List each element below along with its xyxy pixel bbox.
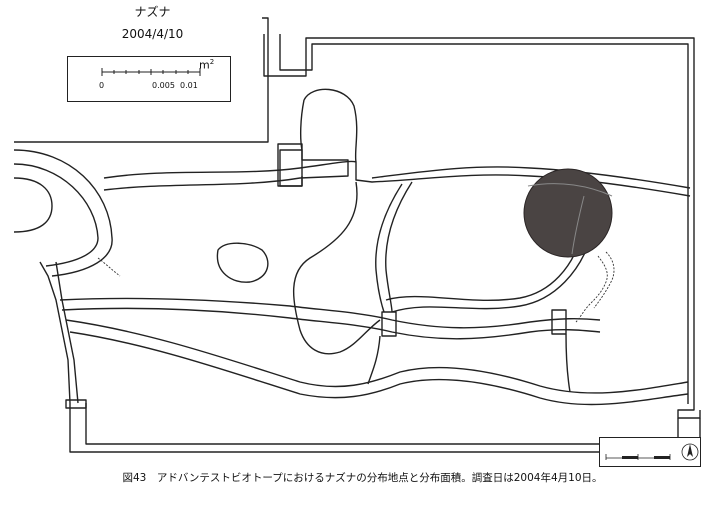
- legend-tick-0: 0: [99, 81, 105, 90]
- west-edge-2: [55, 261, 79, 404]
- west-circle: [13, 177, 53, 233]
- west-arc-inner: [13, 163, 99, 267]
- west-arc-outer: [13, 149, 113, 277]
- legend-tick-2: 0.01: [180, 81, 198, 90]
- lower-stream-1: [59, 297, 601, 329]
- legend-scale-line: [101, 68, 201, 76]
- bridge-1: [381, 311, 397, 337]
- building-outline: [14, 17, 269, 143]
- south-path-2: [565, 333, 571, 393]
- lower-stream-4: [69, 331, 689, 406]
- north-arrow-icon: [681, 443, 699, 461]
- north-path: [371, 166, 691, 189]
- lower-stream-3: [65, 319, 689, 394]
- peninsula-2: [299, 99, 305, 151]
- distribution-circle: [523, 168, 613, 258]
- site-boundary-inner: [279, 34, 689, 404]
- south-path: [367, 335, 381, 385]
- stream-c: [375, 183, 403, 313]
- legend-unit: m2: [199, 58, 214, 72]
- bridge-2: [551, 309, 567, 335]
- pond-upper-2: [103, 149, 349, 191]
- south-fence: [69, 403, 701, 453]
- legend-tick-1: 0.005: [152, 81, 175, 90]
- rock-edge-east: [575, 255, 608, 323]
- bridge-3: [65, 399, 87, 409]
- south-fence-inner: [85, 403, 679, 445]
- legend-unit-power: 2: [209, 58, 215, 66]
- scale-bar-icon: [599, 437, 701, 467]
- figure-caption: 図43 アドバンテストビオトープにおけるナズナの分布地点と分布面積。調査日は20…: [122, 472, 603, 484]
- peninsula: [303, 88, 358, 163]
- survey-date: 2004/4/10: [121, 27, 184, 41]
- rock-edge-east-2: [593, 251, 615, 309]
- area-legend: [67, 56, 231, 102]
- species-name: ナズナ: [134, 5, 171, 19]
- west-edge: [39, 261, 71, 404]
- deck: [277, 143, 303, 187]
- stream-b: [385, 181, 413, 313]
- site-boundary-outer: [263, 34, 701, 419]
- lower-stream-2: [61, 307, 601, 340]
- rock-edge-west: [97, 257, 121, 277]
- legend-unit-base: m: [199, 58, 210, 72]
- island: [216, 242, 269, 283]
- stream-a: [293, 181, 381, 355]
